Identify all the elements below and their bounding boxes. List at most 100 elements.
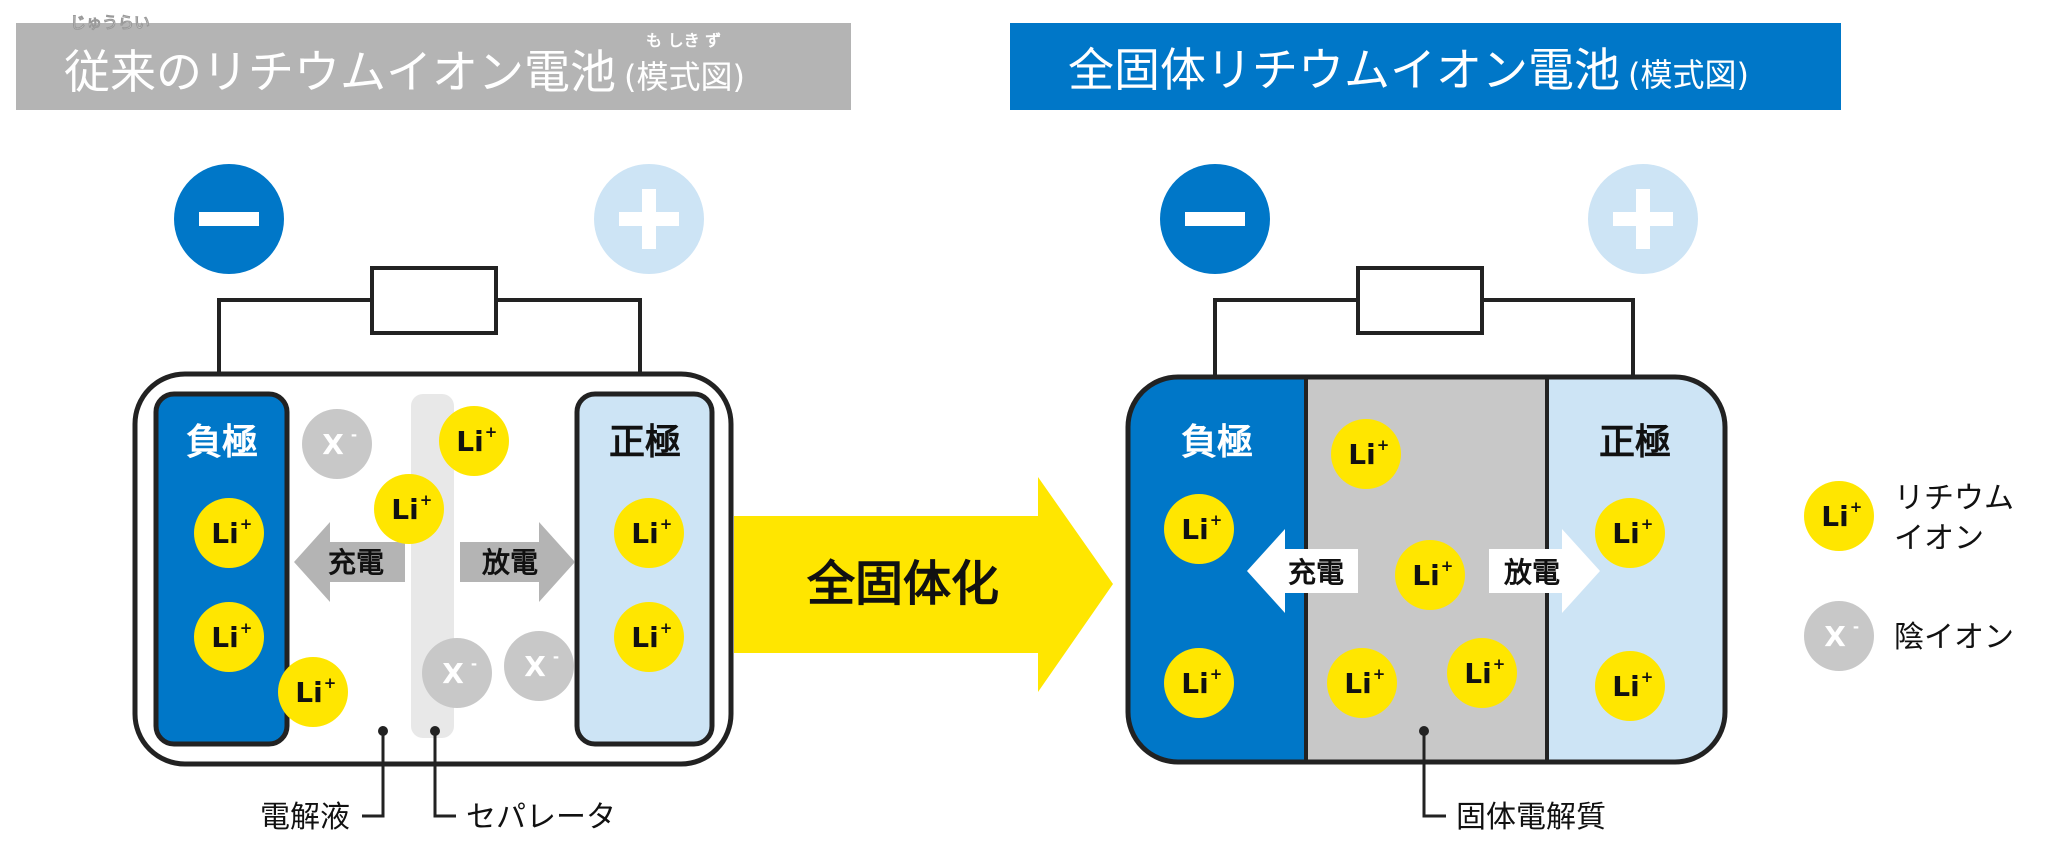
anion-symbol: X [442, 657, 464, 690]
left-positive-label: 正極 [609, 422, 681, 463]
left-title: 従来のリチウムイオン電池 [64, 45, 616, 99]
left-charge-label: 充電 [328, 546, 384, 579]
minus-icon [1160, 164, 1270, 274]
lithium-ion-circle [439, 406, 509, 476]
lithium-ion: Li+ [1164, 648, 1234, 718]
electrolyte-label: 電解液 [260, 800, 350, 835]
lithium-ion: Li+ [1595, 651, 1665, 721]
right-title: 全固体リチウムイオン電池 [1068, 43, 1620, 97]
anion-circle [504, 631, 574, 701]
plus-icon [1588, 164, 1698, 274]
lithium-ion-circle [1164, 494, 1234, 564]
anion: X- [504, 631, 574, 701]
ruby-mokishiki: も しき ず [646, 31, 721, 50]
minus-icon [174, 164, 284, 274]
anion: X- [422, 638, 492, 708]
lithium-ion-symbol: Li [1612, 517, 1639, 550]
ion-charge-sign: + [660, 515, 673, 533]
lithium-ion: Li+ [194, 498, 264, 568]
lithium-ion-symbol: Li [1181, 513, 1208, 546]
lithium-ion-symbol: Li [211, 621, 238, 654]
conventional-battery: 負極 正極 充電 放電 電解液 セパレータ [132, 164, 734, 835]
lithium-ion-circle [1327, 648, 1397, 718]
lithium-ion-symbol: Li [1412, 559, 1439, 592]
left-charge-arrow [294, 522, 405, 602]
left-resistor [370, 266, 498, 335]
lithium-ion-circle [614, 602, 684, 672]
separator-label: セパレータ [466, 800, 616, 835]
left-header-bg [16, 23, 851, 110]
anion-circle [422, 638, 492, 708]
lithium-ion: Li+ [1331, 419, 1401, 489]
right-charge-arrow [1247, 529, 1358, 613]
anion-circle [302, 409, 372, 479]
legend-x-label: 陰イオン [1894, 620, 2014, 655]
lithium-ion: Li+ [374, 474, 444, 544]
right-positive-label: 正極 [1599, 422, 1671, 463]
left-negative-label: 負極 [186, 422, 258, 463]
lithium-ion-circle [1804, 481, 1874, 551]
left-discharge-label: 放電 [481, 546, 538, 579]
ion-charge-sign: + [420, 491, 433, 509]
lithium-ion: Li+ [278, 657, 348, 727]
lithium-ion: Li+ [1447, 638, 1517, 708]
lithium-ion-circle [194, 602, 264, 672]
all-solid-state-arrow: 全固体化 [734, 477, 1113, 692]
ion-charge-sign: - [351, 426, 357, 444]
lithium-ion-circle [1595, 498, 1665, 568]
left-title-suffix: (模式図) [624, 58, 745, 96]
lithium-ion-circle [1164, 648, 1234, 718]
lithium-ion: Li+ [439, 406, 509, 476]
right-title-suffix: (模式図) [1628, 56, 1749, 94]
separator-pointer [430, 726, 456, 818]
lithium-ion-symbol: Li [1348, 438, 1375, 471]
ion-charge-sign: + [240, 515, 253, 533]
right-negative-label: 負極 [1181, 422, 1253, 463]
ion-charge-sign: + [660, 619, 673, 637]
lithium-ion-circle [614, 498, 684, 568]
lithium-ion-symbol: Li [295, 676, 322, 709]
anion: X- [302, 409, 372, 479]
ion-charge-sign: + [1493, 655, 1506, 673]
lithium-ion-symbol: Li [631, 517, 658, 550]
ion-charge-sign: + [1850, 498, 1863, 516]
legend-li-line2: イオン [1894, 521, 1984, 556]
right-cell-casing [1125, 374, 1728, 765]
lithium-ion-circle [1595, 651, 1665, 721]
lithium-ion-symbol: Li [1344, 667, 1371, 700]
lithium-ion: Li+ [614, 498, 684, 568]
ion-charge-sign: + [1210, 511, 1223, 529]
lithium-ion-circle [1331, 419, 1401, 489]
left-header: じゅうらい 従来のリチウムイオン電池 (模式図) も しき ず [16, 13, 851, 110]
lithium-ion-symbol: Li [211, 517, 238, 550]
solid-electrolyte-label: 固体電解質 [1456, 800, 1606, 835]
left-positive-electrode [574, 391, 715, 747]
ion-charge-sign: - [1853, 618, 1859, 636]
lithium-ion: Li+ [1164, 494, 1234, 564]
ion-charge-sign: + [1441, 557, 1454, 575]
ion-charge-sign: + [1641, 515, 1654, 533]
anion-symbol: X [1824, 620, 1846, 653]
right-header-bg [1010, 23, 1841, 110]
ruby-juurai: じゅうらい [70, 13, 150, 32]
ion-charge-sign: + [485, 423, 498, 441]
lithium-ion: Li+ [1327, 648, 1397, 718]
lithium-ion-circle [374, 474, 444, 544]
lithium-ion-symbol: Li [1612, 670, 1639, 703]
right-header: 全固体リチウムイオン電池 (模式図) [1010, 23, 1841, 110]
ions: Li+Li+Li+Li+Li+Li+Li+Li+Li+Li+Li+Li+Li+L… [194, 406, 1874, 727]
ion-charge-sign: + [324, 674, 337, 692]
yellow-arrow [734, 477, 1113, 692]
ion-charge-sign: + [1377, 436, 1390, 454]
lithium-ion-symbol: Li [631, 621, 658, 654]
lithium-ion: Li+ [194, 602, 264, 672]
lithium-ion-circle [194, 498, 264, 568]
anion-circle [1804, 601, 1874, 671]
lithium-ion-symbol: Li [1181, 667, 1208, 700]
lithium-ion-circle [1447, 638, 1517, 708]
lithium-ion: Li+ [614, 602, 684, 672]
plus-icon [594, 164, 704, 274]
ion-charge-sign: + [240, 619, 253, 637]
lithium-ion-symbol: Li [391, 493, 418, 526]
legend-li-line1: リチウム [1894, 481, 2014, 516]
